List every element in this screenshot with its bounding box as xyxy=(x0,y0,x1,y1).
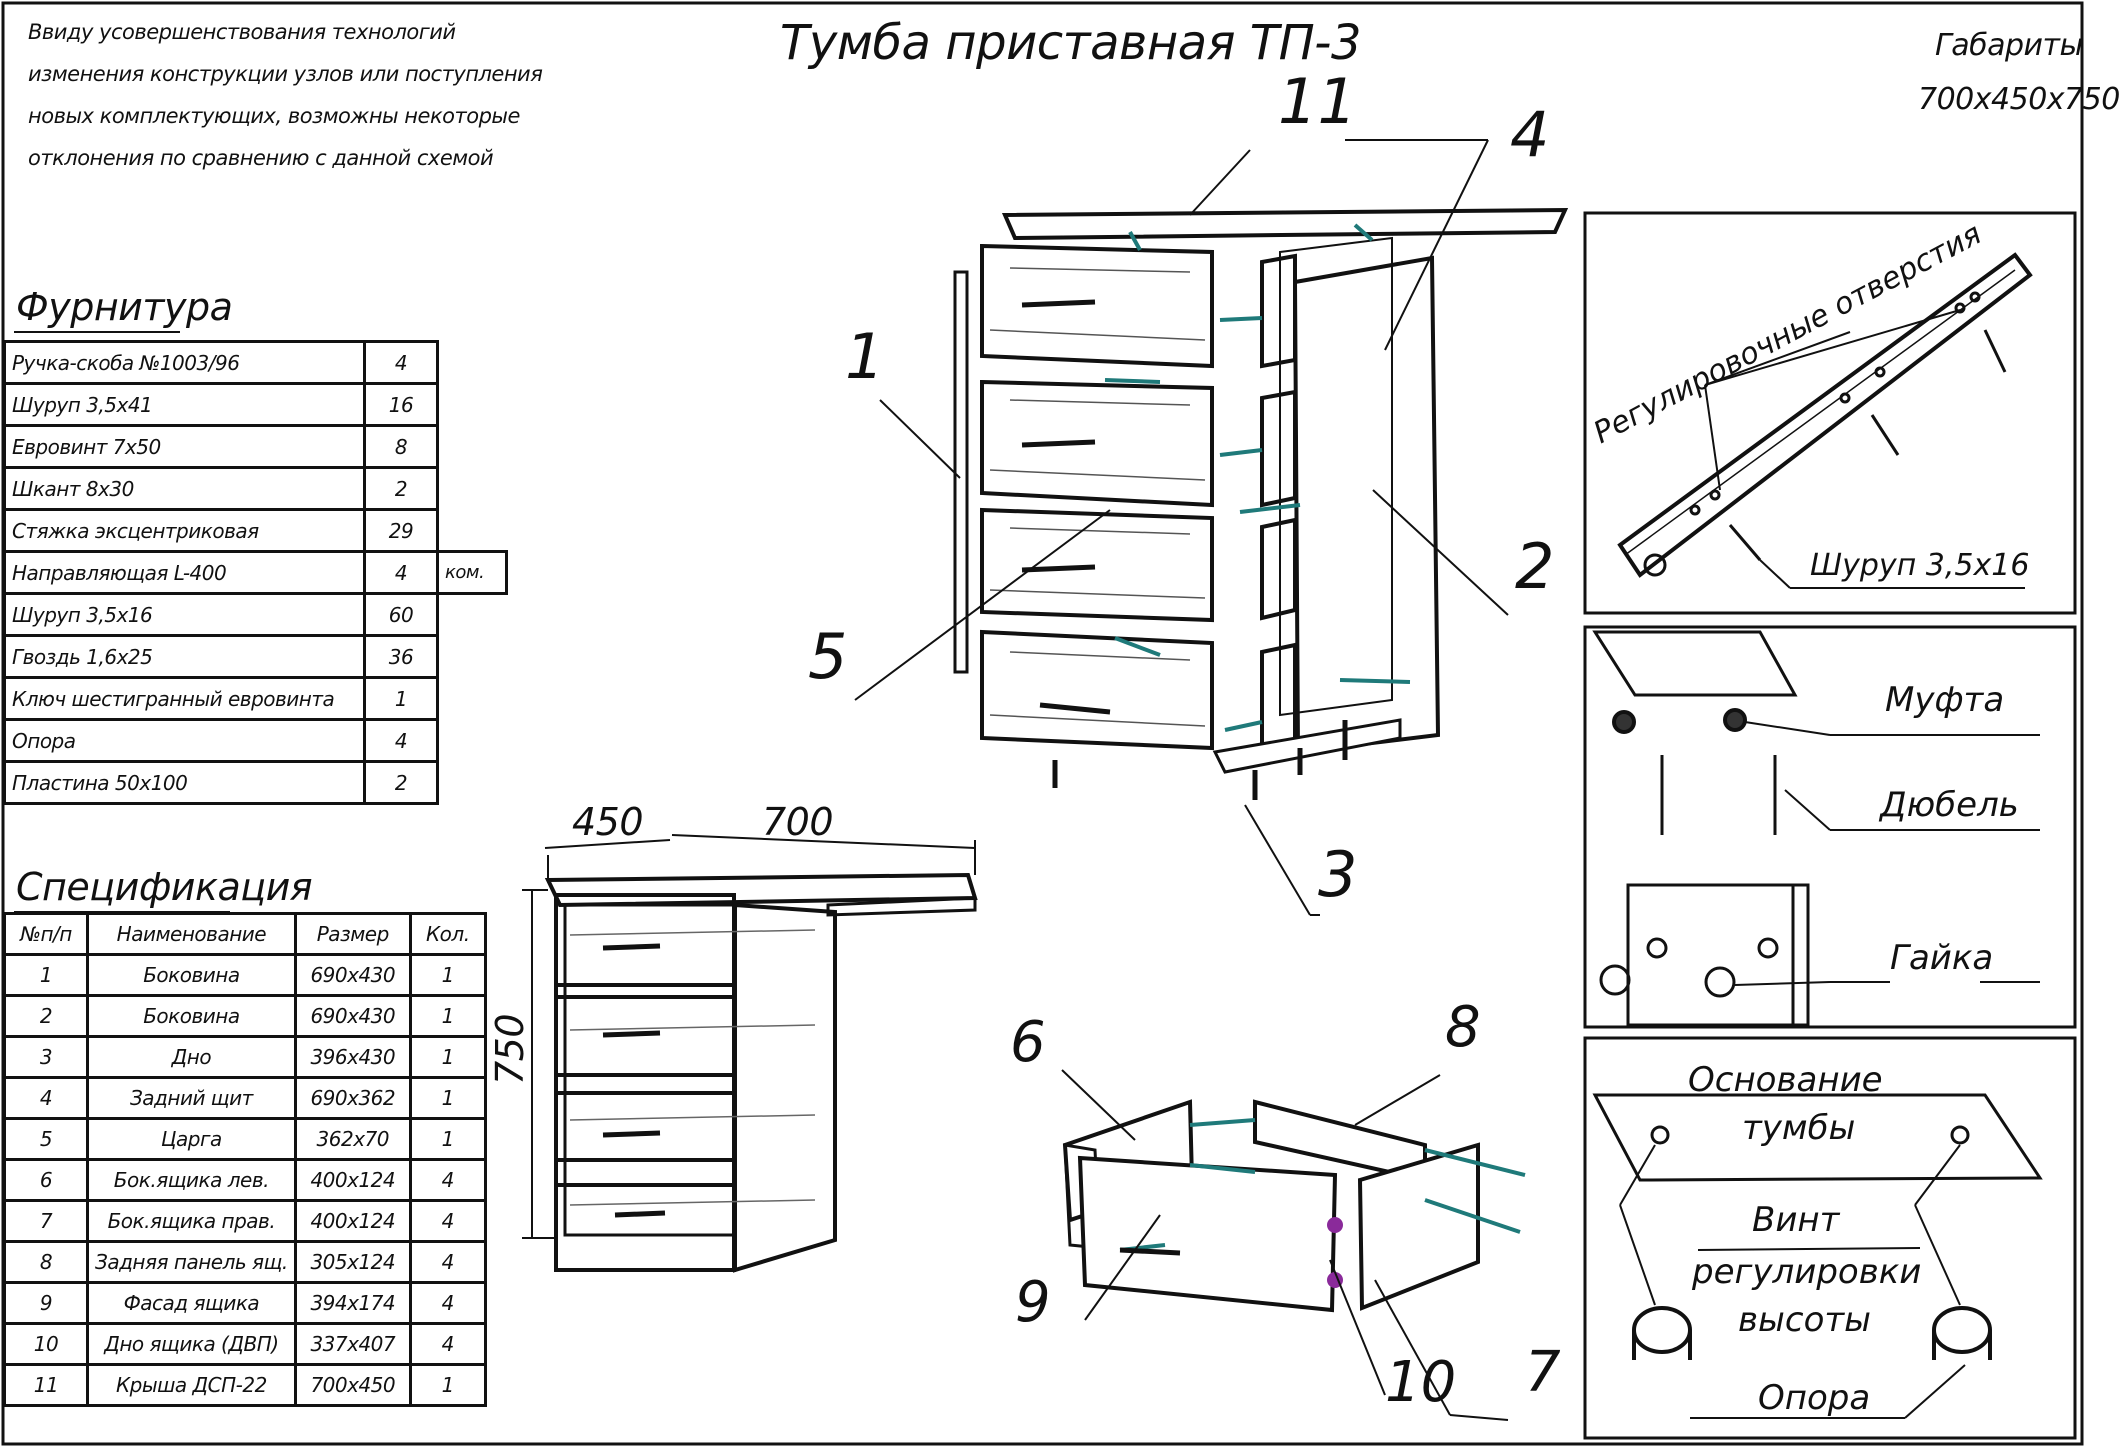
callout-2: 2 xyxy=(1515,530,1555,603)
assembled-view xyxy=(522,834,978,1273)
foot-screw-label-3: высоты xyxy=(1738,1300,1872,1340)
foot-screw-label-1: Винт xyxy=(1752,1200,1840,1240)
foot-base-label-1: Основание xyxy=(1688,1060,1883,1100)
dim-height-label: 750 xyxy=(488,1013,532,1085)
rail-screw-label: Шуруп 3,5x16 xyxy=(1810,548,2030,583)
note-line-3: новых комплектующих, возможны некоторые xyxy=(28,104,520,128)
note-line-4: отклонения по сравнению с данной схемой xyxy=(28,146,494,170)
table-header-row: №п/п Наименование Размер Кол. xyxy=(3,912,487,956)
callout-5: 5 xyxy=(808,620,848,693)
exploded-view xyxy=(953,207,1569,800)
dimensions-value: 700x450x750 xyxy=(1918,82,2120,117)
callout-1: 1 xyxy=(845,320,885,393)
callout-9: 9 xyxy=(1015,1270,1051,1335)
detail-panels xyxy=(1583,211,2077,1440)
callout-11: 11 xyxy=(1278,65,1357,138)
foot-screw-label-2: регулировки xyxy=(1692,1252,1922,1292)
callout-4: 4 xyxy=(1510,98,1550,171)
drawer-view xyxy=(1061,1069,1526,1421)
spec-heading: Спецификация xyxy=(16,865,313,909)
callout-6: 6 xyxy=(1010,1010,1046,1075)
callout-10: 10 xyxy=(1385,1350,1457,1415)
callout-leaders xyxy=(854,139,1509,916)
hardware-heading: Фурнитура xyxy=(16,285,233,329)
dim-depth-label: 450 xyxy=(572,800,644,844)
callout-8: 8 xyxy=(1445,995,1481,1060)
dim-width-label: 700 xyxy=(762,800,834,844)
page-title: Тумба приставная ТП-3 xyxy=(780,15,1362,71)
note-line-2: изменения конструкции узлов или поступле… xyxy=(28,62,543,86)
joint-dowel-label: Дюбель xyxy=(1880,785,2019,825)
callout-7: 7 xyxy=(1525,1340,1561,1405)
joint-coupling-label: Муфта xyxy=(1885,680,2005,720)
dimensions-label: Габариты xyxy=(1935,28,2083,63)
callout-3: 3 xyxy=(1318,838,1358,911)
joint-nut-label: Гайка xyxy=(1890,938,1994,978)
foot-label: Опора xyxy=(1758,1378,1871,1418)
note-line-1: Ввиду усовершенствования технологий xyxy=(28,20,456,44)
foot-base-label-2: тумбы xyxy=(1742,1108,1856,1148)
